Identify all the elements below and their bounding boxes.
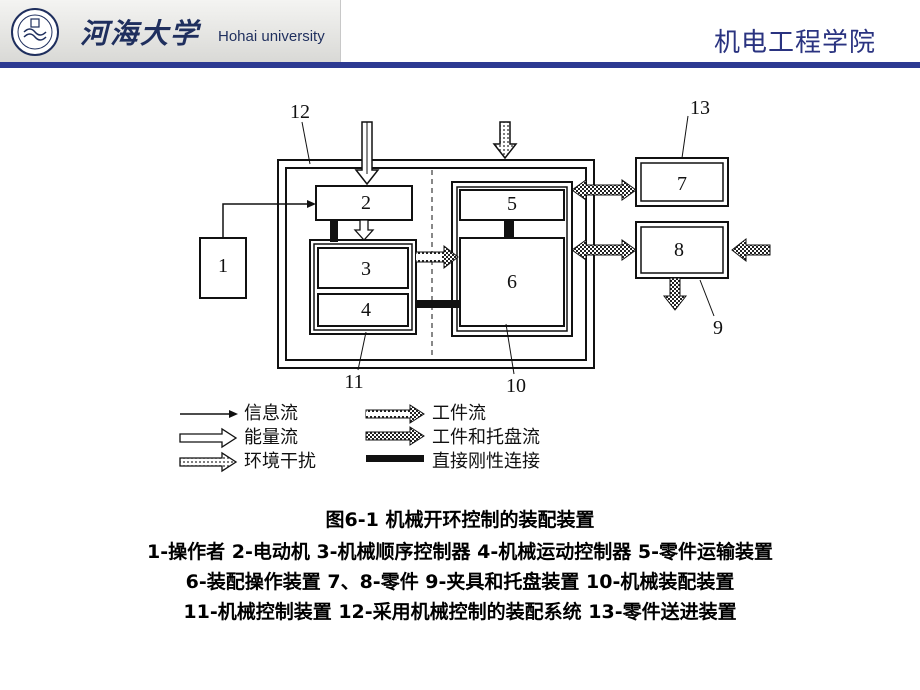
box-11-control-device (309, 239, 417, 335)
figure-caption-line-2: 6-装配操作装置 7、8-零件 9-夹具和托盘装置 10-机械装配装置 (185, 571, 735, 593)
legend-workpiece-flow: 工件流 (432, 403, 486, 424)
label-4: 4 (361, 299, 371, 321)
university-seal-icon (11, 8, 59, 56)
label-10: 10 (506, 375, 526, 397)
label-6: 6 (507, 271, 517, 293)
slide-header: 河海大学 Hohai university 机电工程学院 (0, 0, 920, 68)
legend-info-flow: 信息流 (244, 403, 298, 424)
figure-caption-line-3: 11-机械控制装置 12-采用机械控制的装配系统 13-零件送进装置 (183, 601, 737, 623)
school-name: 机电工程学院 (713, 28, 876, 58)
box-7-part (635, 157, 729, 207)
label-7: 7 (677, 173, 687, 195)
box-6-assembly-operation (459, 237, 565, 327)
label-13: 13 (690, 97, 710, 119)
label-2: 2 (361, 192, 371, 214)
label-8: 8 (674, 239, 684, 261)
legend-env-disturbance: 环境干扰 (244, 451, 316, 472)
box-4-motion-controller (317, 293, 409, 327)
label-11: 11 (344, 371, 364, 393)
label-1: 1 (218, 255, 228, 277)
system-12-outer (277, 159, 595, 369)
university-logo-panel: 河海大学 Hohai university (0, 0, 341, 62)
diagram-graphics (179, 115, 771, 473)
legend-rigid-connection: 直接刚性连接 (432, 451, 540, 472)
brand-name-chinese: 河海大学 (80, 17, 201, 50)
label-9: 9 (713, 317, 723, 339)
label-3: 3 (361, 258, 371, 280)
figure-caption-line-1: 1-操作者 2-电动机 3-机械顺序控制器 4-机械运动控制器 5-零件运输装置 (147, 541, 773, 563)
legend-workpiece-pallet-flow: 工件和托盘流 (432, 427, 540, 448)
label-5: 5 (507, 193, 517, 215)
legend-energy-flow: 能量流 (244, 427, 298, 448)
assembly-system-diagram: 1 2 3 4 5 6 7 8 9 10 11 12 13 信息流 能量流 环境… (170, 92, 774, 482)
brand-name-english: Hohai university (218, 28, 325, 45)
header-divider (0, 62, 920, 68)
system-12-inner (285, 167, 587, 361)
label-12: 12 (290, 101, 310, 123)
box-3-sequence-controller (317, 247, 409, 289)
figure-caption-title: 图6-1 机械开环控制的装配装置 (325, 509, 595, 531)
